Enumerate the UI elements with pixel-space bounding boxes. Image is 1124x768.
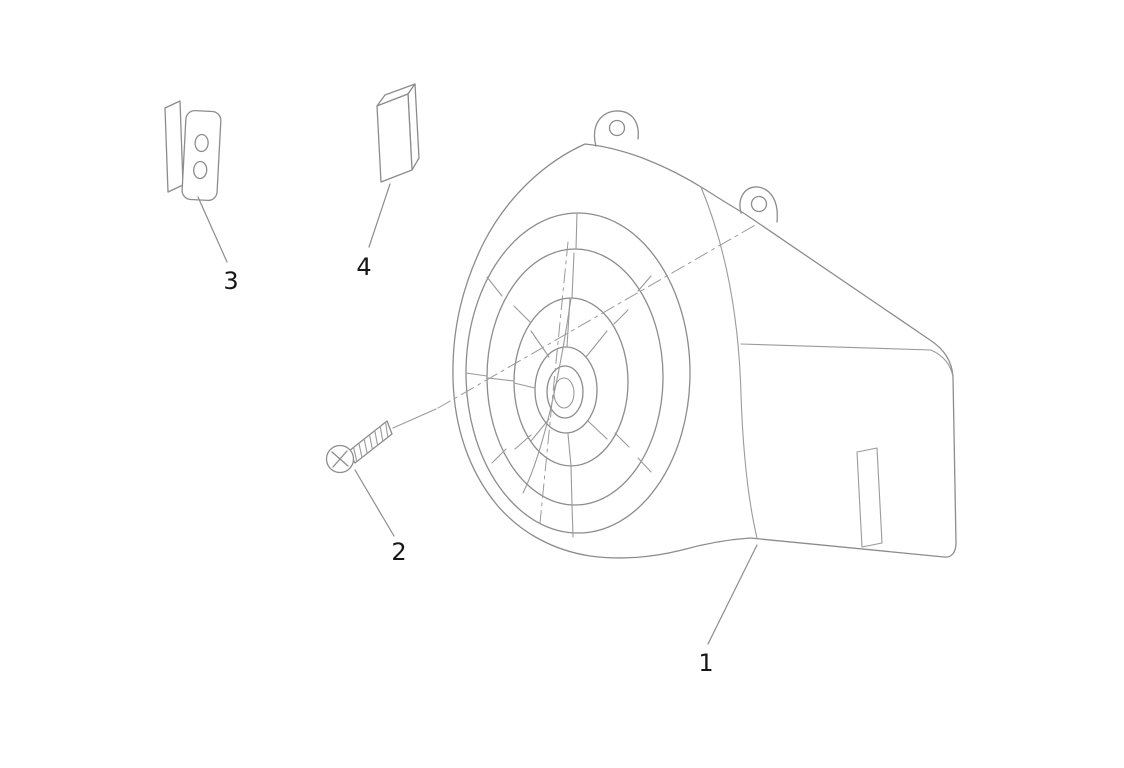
mounting-ear-top-hole bbox=[608, 119, 626, 137]
callout-4-leader bbox=[368, 183, 391, 248]
screw-axis-centerline bbox=[437, 223, 758, 409]
callout-4-label: 4 bbox=[356, 253, 371, 281]
callout-2-label: 2 bbox=[391, 538, 406, 566]
callout-1-label: 1 bbox=[698, 649, 713, 677]
hub-ring-mid bbox=[546, 365, 584, 419]
screw-threads bbox=[353, 421, 389, 463]
housing-slot bbox=[856, 447, 883, 548]
fan-ring-2 bbox=[486, 248, 664, 506]
mounting-ear-right bbox=[739, 186, 778, 223]
plate-front bbox=[181, 109, 222, 202]
screw-axis-stub bbox=[392, 408, 437, 429]
mounting-ear-top bbox=[593, 110, 639, 147]
callout-1-leader bbox=[707, 544, 758, 645]
screw-shaft bbox=[348, 420, 393, 464]
plate-back-strip bbox=[164, 100, 184, 193]
fan-spokes bbox=[465, 212, 652, 538]
hub-ring-outer bbox=[534, 346, 598, 434]
plate-hole-upper bbox=[194, 133, 209, 153]
block-front-face bbox=[376, 93, 413, 183]
part-4-block-drawing bbox=[376, 83, 420, 183]
vertical-centerline bbox=[539, 241, 569, 524]
mounting-ear-right-hole bbox=[750, 195, 768, 213]
part-2-screw-drawing bbox=[325, 408, 437, 474]
cover-outline bbox=[452, 143, 957, 559]
screw-phillips-cross-icon bbox=[331, 450, 349, 468]
plate-hole-lower bbox=[193, 160, 208, 180]
part-1-cover-drawing bbox=[437, 110, 957, 559]
part-3-plates-drawing bbox=[164, 100, 222, 202]
callout-2-leader bbox=[354, 469, 395, 537]
callout-3-label: 3 bbox=[223, 267, 238, 295]
housing-ledge bbox=[740, 343, 954, 378]
callout-3-leader bbox=[197, 196, 228, 263]
cover-housing-boundary bbox=[700, 186, 758, 539]
hub-ring-inner bbox=[553, 377, 575, 409]
cover-parting-line bbox=[522, 297, 572, 494]
